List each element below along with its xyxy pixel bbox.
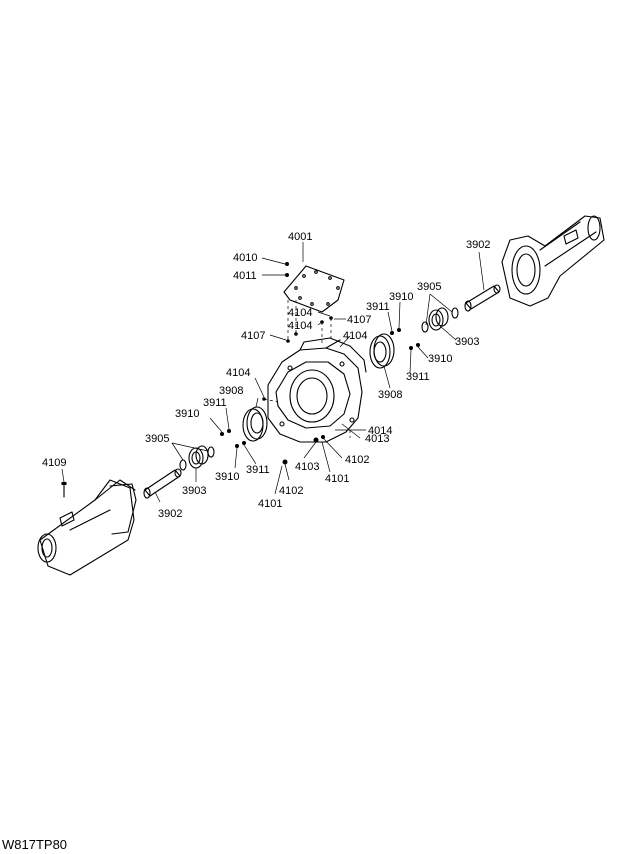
- bolt-4109[interactable]: [61, 482, 67, 498]
- cover-4001[interactable]: [283, 265, 345, 313]
- label-4011: 4011: [233, 270, 257, 282]
- label-4101-right: 4101: [325, 473, 349, 485]
- label-4104-b: 4104: [288, 320, 312, 332]
- bolt-4010[interactable]: [285, 262, 289, 266]
- washer-4011[interactable]: [285, 273, 289, 277]
- label-3903-right: 3903: [455, 336, 479, 348]
- label-4109: 4109: [42, 457, 66, 469]
- bolt-set-left[interactable]: [220, 429, 325, 465]
- leader-lines: [61, 242, 485, 503]
- label-4101-left: 4101: [258, 498, 282, 510]
- label-4104-left: 4104: [226, 367, 250, 379]
- label-4107-left: 4107: [241, 330, 265, 342]
- bolt-set-right[interactable]: [390, 328, 420, 350]
- retainer-3908-right[interactable]: [369, 333, 395, 369]
- label-4107-right: 4107: [347, 314, 371, 326]
- label-3911-right-upper: 3911: [366, 301, 390, 313]
- label-3908-left: 3908: [219, 385, 243, 397]
- label-4104-a: 4104: [288, 307, 312, 319]
- bolt-set-4104[interactable]: [262, 316, 333, 401]
- label-3908-right: 3908: [378, 389, 402, 401]
- label-4001: 4001: [288, 231, 312, 243]
- ring-3905-right[interactable]: [421, 307, 459, 333]
- label-4014: 4014: [368, 425, 392, 437]
- part-labels: 4001 4010 4011 4107 4104 4104 4107 4104 …: [42, 231, 490, 520]
- label-3910-left-upper: 3910: [175, 408, 199, 420]
- label-4102-right: 4102: [345, 454, 369, 466]
- label-3910-right-upper: 3910: [389, 291, 413, 303]
- label-4104-right: 4104: [343, 330, 367, 342]
- left-axle-housing[interactable]: [37, 479, 137, 576]
- differential-housing[interactable]: [267, 337, 367, 443]
- label-4103: 4103: [295, 461, 319, 473]
- label-4102-left: 4102: [279, 485, 303, 497]
- bearing-3903-left[interactable]: [188, 445, 209, 469]
- label-3905-right: 3905: [417, 281, 441, 293]
- shaft-3902-left[interactable]: [143, 468, 182, 499]
- right-axle-housing[interactable]: [501, 215, 605, 307]
- label-3902-left: 3902: [158, 508, 182, 520]
- retainer-3908-left[interactable]: [242, 406, 268, 442]
- label-4010: 4010: [233, 252, 257, 264]
- label-3911-right-lower: 3911: [406, 371, 430, 383]
- label-3902-right: 3902: [466, 239, 490, 251]
- label-3905-left: 3905: [145, 433, 169, 445]
- label-3903-left: 3903: [182, 485, 206, 497]
- label-4013: 4013: [365, 433, 389, 445]
- label-3910-right-lower: 3910: [428, 353, 452, 365]
- label-3910-left-lower: 3910: [215, 471, 239, 483]
- bearing-3903-right[interactable]: [428, 307, 449, 331]
- shaft-3902-right[interactable]: [464, 284, 501, 312]
- label-3911-left-upper: 3911: [203, 397, 227, 409]
- drawing-code: W817TP80: [2, 837, 67, 852]
- label-3911-left-lower: 3911: [246, 464, 270, 476]
